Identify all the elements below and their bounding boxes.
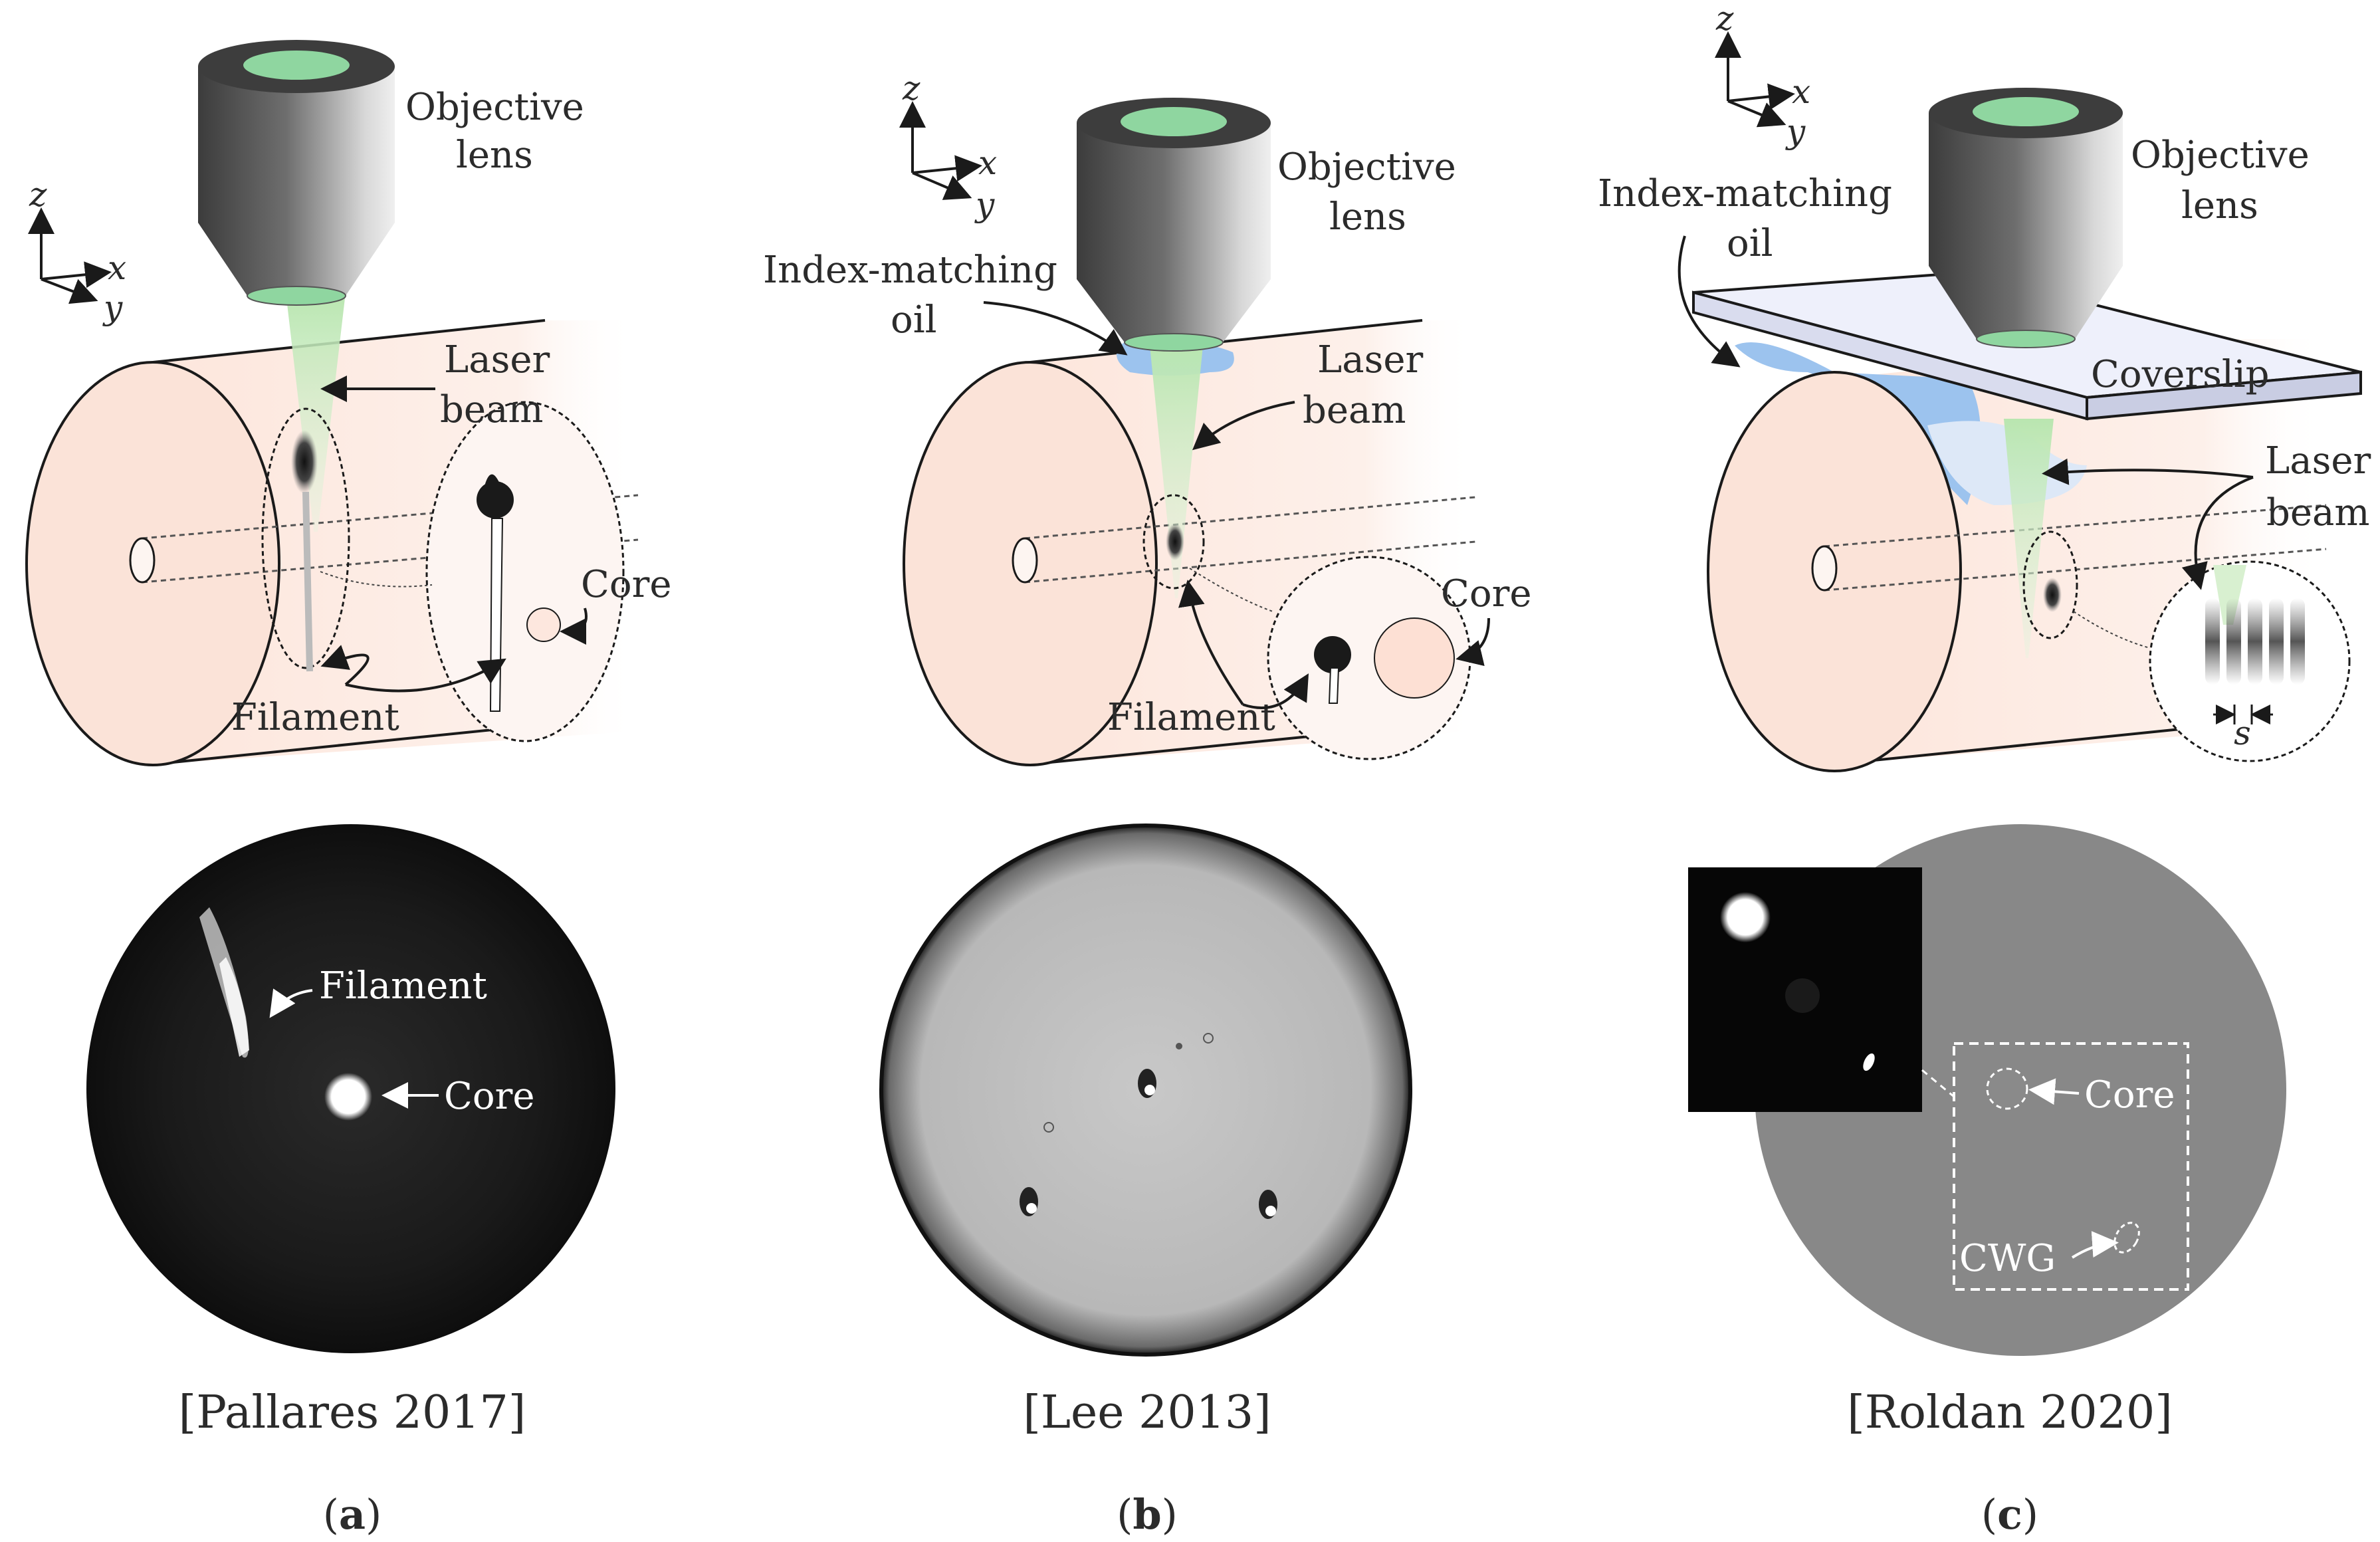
panel-c-focal-spot — [2043, 578, 2062, 612]
panel-c-axis-z: z — [1715, 0, 1734, 38]
panel-b-core-label: Core — [1441, 572, 1531, 615]
panel-b-diagram: z x y Objective lens Index-matching oil — [763, 69, 1531, 766]
panel-c-objective-label-1: Objective — [2131, 134, 2310, 177]
panel-a-filament-region — [261, 407, 350, 669]
panel-b-axis-y: y — [974, 185, 995, 224]
panel-b-axis-z: z — [902, 69, 920, 108]
panel-b-axes — [899, 101, 982, 200]
panel-a-objective-lens — [198, 40, 395, 306]
panel-b-objective-lens — [1077, 98, 1271, 352]
panel-b-citation: [Lee 2013] — [1023, 1386, 1271, 1439]
panel-a-axis-x: x — [108, 249, 126, 287]
panel-b-core-end — [1012, 537, 1038, 584]
panel-a-sublabel: (a) — [323, 1490, 382, 1539]
panel-b-objective-label-1: Objective — [1277, 146, 1456, 189]
panel-c-axes — [1715, 31, 1795, 128]
panel-c-objective-lens — [1929, 88, 2123, 348]
panel-a-objective-label-2: lens — [456, 134, 533, 177]
panel-c-fringes — [2205, 598, 2305, 685]
panel-c-photo-core-label: Core — [2084, 1073, 2175, 1117]
panel-b-photo — [879, 824, 1412, 1357]
panel-b-focal-spot — [1166, 523, 1184, 560]
panel-c-photo-zoom-box — [1953, 1042, 2189, 1291]
panel-c-spacing-label: s — [2234, 714, 2251, 752]
panel-b-oil-label-2: oil — [891, 298, 937, 342]
panel-a-laser-label-2: beam — [440, 388, 543, 431]
panel-c-oil — [1735, 342, 1981, 505]
panel-b-sublabel: (b) — [1117, 1490, 1178, 1539]
panel-c-photo: Core CWG — [1688, 824, 2286, 1356]
panel-c-axis-y: y — [1785, 112, 1806, 151]
panel-a-diagram: z x y Objective — [25, 40, 671, 766]
panel-b-photo-filament-1 — [1138, 1069, 1156, 1098]
panel-b-laser-label-1: Laser — [1317, 338, 1423, 382]
panel-a-filament-label: Filament — [231, 696, 399, 739]
panel-b-filament-label: Filament — [1107, 696, 1275, 739]
panel-a-citation: [Pallares 2017] — [179, 1386, 526, 1439]
panel-a-focal-spot — [291, 430, 318, 494]
panel-c-photo-core-marker — [1986, 1067, 2028, 1110]
panel-a-photo-filament-label: Filament — [319, 964, 487, 1008]
panel-b-filament-region — [1142, 494, 1205, 590]
panel-a-laser-beam — [286, 292, 346, 532]
panel-a-laser-label-1: Laser — [444, 338, 550, 382]
panel-b-axis-x: x — [978, 144, 997, 182]
panel-b-laser-beam — [1150, 346, 1203, 598]
panel-b-objective-label-2: lens — [1329, 195, 1406, 239]
panel-c-oil-label-2: oil — [1727, 222, 1773, 265]
panel-a-axes — [28, 207, 112, 304]
panel-c-filament-region — [2022, 530, 2078, 639]
panel-a-photo-core-dot — [324, 1073, 372, 1121]
panel-a-core-end — [129, 537, 156, 584]
panel-c-laser-label-2: beam — [2266, 491, 2369, 534]
panel-c-photo-cwg-label: CWG — [1959, 1237, 2056, 1280]
panel-a-zoom-inset — [425, 401, 625, 742]
panel-b-laser-label-2: beam — [1303, 389, 1406, 432]
panel-b-photo-filament-3 — [1259, 1190, 1277, 1219]
panel-b-oil-label-1: Index-matching — [763, 249, 1057, 292]
panel-b-photo-filament-2 — [1020, 1187, 1038, 1216]
panel-a-objective-label-1: Objective — [405, 86, 584, 129]
panel-c-sublabel: (c) — [1981, 1490, 2038, 1539]
panel-a-axis-z: z — [29, 175, 47, 214]
panel-c-oil-label-1: Index-matching — [1598, 172, 1892, 215]
panel-a-photo: Filament Core — [86, 824, 615, 1353]
panel-a-axis-y: y — [102, 288, 123, 327]
panel-a-photo-core-label: Core — [444, 1075, 534, 1118]
panel-a-core-label: Core — [581, 563, 671, 606]
panel-c-core-end — [1811, 545, 1838, 592]
panel-c-coverslip-label: Coverslip — [2091, 353, 2270, 396]
panel-c-laser-beam — [2004, 419, 2054, 658]
panel-c-laser-label-1: Laser — [2265, 439, 2371, 483]
panel-c-axis-x: x — [1792, 72, 1810, 111]
panel-c-objective-label-2: lens — [2181, 184, 2258, 227]
panel-c-diagram: z x y — [1598, 0, 2371, 772]
panel-c-citation: [Roldan 2020] — [1847, 1386, 2172, 1439]
